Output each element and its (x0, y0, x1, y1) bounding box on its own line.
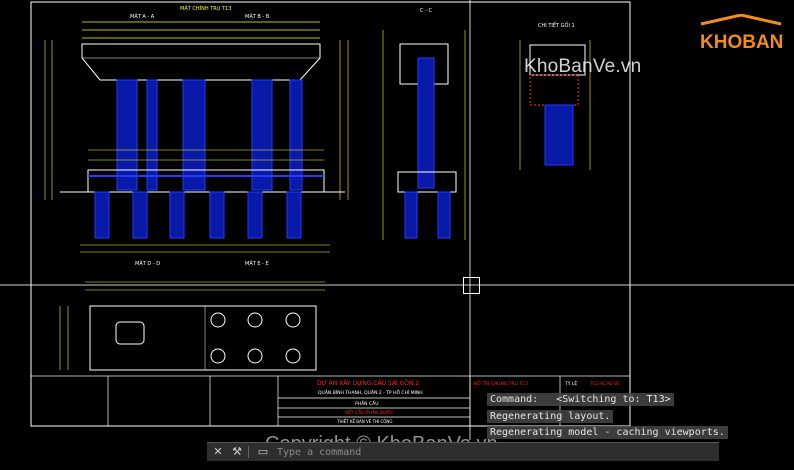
pier-elevation: MẶT CHÍNH TRỤ T13 MẶT A - A MẶT B - B (44, 5, 349, 253)
close-icon[interactable]: ✕ (213, 445, 223, 458)
section-b-label: MẶT B - B (245, 13, 270, 20)
wrench-icon[interactable]: ⚒ (232, 445, 242, 458)
section-d-label: MẶT D - D (135, 260, 160, 267)
sheet-number: TCC-KCPD-05 (589, 381, 620, 387)
khobanve-logo: KHOBANVE (700, 14, 784, 52)
logo-text: KHOBANVE (700, 32, 784, 52)
project-location: QUẬN BÌNH THẠNH, QUẬN 2 - TP HỒ CHÍ MINH (318, 387, 423, 396)
command-input[interactable]: Type a command (277, 446, 362, 458)
section-c-label: C - C (420, 8, 432, 14)
main-title-label: MẶT CHÍNH TRỤ T13 (180, 5, 231, 12)
project-title: DỰ ÁN XÂY DỰNG CẦU SÀI GÒN 2 (317, 379, 419, 387)
command-history-line-2: Regenerating layout. (487, 410, 614, 423)
crosshair-cursor (0, 0, 794, 440)
watermark-url: KhoBanVe.vn (524, 56, 642, 77)
bearing-detail: CHI TIẾT GỐI 1 (519, 21, 591, 170)
command-history-line-3: Regenerating model - caching viewports. (487, 426, 728, 439)
command-history-icon[interactable]: ▭ (257, 445, 269, 458)
scale-label: TỶ LỆ (564, 379, 577, 387)
command-line-bar[interactable]: ✕ ⚒ ▭ Type a command (207, 442, 719, 461)
part-label: PHẦN CẦU (355, 399, 379, 407)
command-bar-separator (248, 446, 249, 458)
sheet-name: KẾT CẤU PHẦN DƯỚI (345, 408, 393, 416)
section-a-label: MẶT A - A (130, 13, 155, 20)
detail-label: CHI TIẾT GỐI 1 (538, 21, 575, 29)
sheet-title-red: BỐ TRÍ CHUNG TRỤ T13 (474, 379, 528, 387)
pickbox-cursor (463, 277, 480, 294)
section-cc: C - C (382, 8, 466, 240)
section-e-label: MẶT E - E (245, 260, 269, 267)
command-history-line-1: Command: <Switching to: T13> (487, 393, 674, 406)
stage-label: THIẾT KẾ BẢN VẼ THI CÔNG (336, 418, 393, 424)
footing-plan: MẶT D - D MẶT E - E (59, 260, 325, 371)
